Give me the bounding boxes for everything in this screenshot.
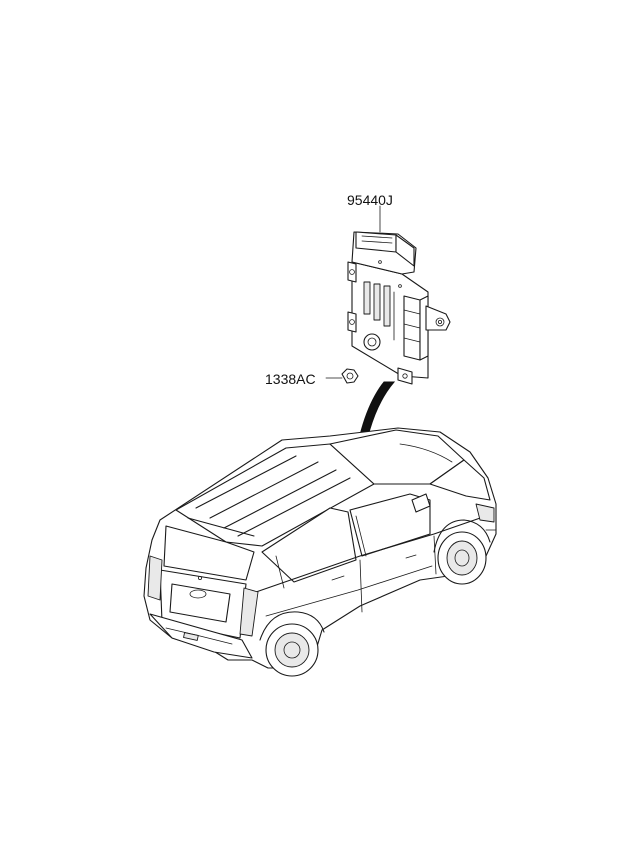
vehicle [143,427,497,677]
part-label-control-module[interactable]: 95440J [347,192,393,208]
control-module [347,231,451,385]
nut [341,368,359,384]
part-label-nut[interactable]: 1338AC [265,371,316,387]
